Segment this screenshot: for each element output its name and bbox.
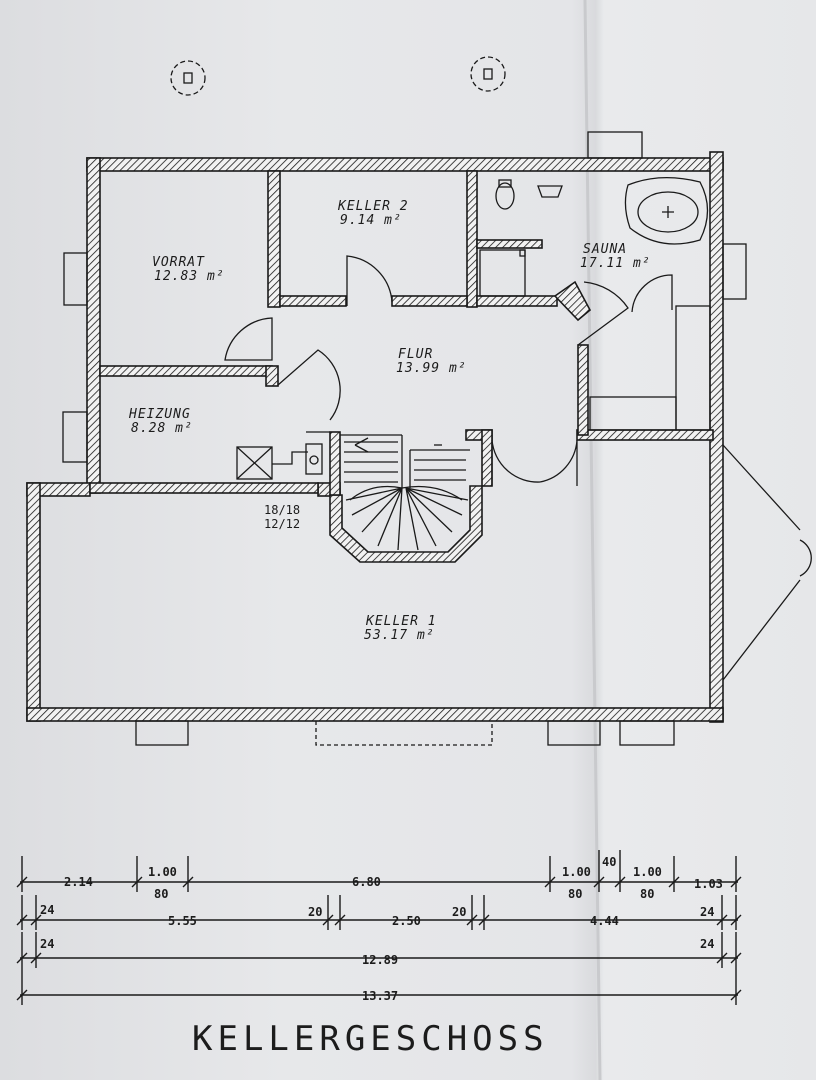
room-heizung-name: HEIZUNG [128,407,191,422]
dim-row1-4-bottom: 80 [568,887,582,901]
stair-steps-line2: 12/12 [264,517,300,531]
dim-row1-1: 2.14 [64,875,93,889]
dim-row1-2-bottom: 80 [154,887,168,901]
dim-row2-d: 2.50 [392,914,421,928]
room-keller1-name: KELLER 1 [365,614,437,629]
plan-title: KELLERGESCHOSS [192,1019,549,1059]
dim-row2-c: 20 [308,905,322,919]
room-keller2-area: 9.14 m² [340,213,402,228]
sauna-fixtures [589,177,711,431]
dim-row2-f: 4.44 [590,914,619,928]
paper-fold [583,0,602,1080]
dim-row1-4-top: 1.00 [562,865,591,879]
dim-row2-g: 24 [700,905,714,919]
room-vorrat-area: 12.83 m² [154,269,225,284]
doors [224,255,673,486]
dimension-chain-3: 24 12.89 24 [16,932,742,968]
staircase [329,431,483,563]
room-flur-name: FLUR [398,347,433,362]
inner-walls [89,170,714,494]
dim-row3-b: 12.89 [362,953,398,967]
dim-row1-6-bottom: 80 [640,887,654,901]
room-sauna-name: SAUNA [583,242,627,257]
dim-row3-c: 24 [700,937,714,951]
dim-row1-5: 40 [602,855,616,869]
room-sauna-area: 17.11 m² [580,256,651,271]
dim-row3-a: 24 [40,937,54,951]
dim-row2-a: 24 [40,903,54,917]
room-keller1-area: 53.17 m² [364,628,435,643]
axis-marker-right [470,56,506,92]
room-keller2-name: KELLER 2 [337,199,409,214]
dim-row2-e: 20 [452,905,466,919]
axis-marker-left [170,60,206,96]
outer-walls [26,151,724,723]
dim-row4-total: 13.37 [362,989,398,1003]
stair-steps-line1: 18/18 [264,503,300,517]
dim-row1-6-top: 1.00 [633,865,662,879]
room-heizung-area: 8.28 m² [131,421,193,436]
dim-row1-2-top: 1.00 [148,865,177,879]
room-vorrat-name: VORRAT [152,255,205,270]
dim-row2-b: 5.55 [168,914,197,928]
windows [62,131,812,746]
dim-row1-3: 6.80 [352,875,381,889]
dimension-chain-2: 24 5.55 20 2.50 20 4.44 24 [16,895,742,930]
dimension-chain-1: 2.14 1.00 80 6.80 1.00 80 40 1.00 80 1.0… [16,850,742,901]
dim-row1-7: 1.03 [694,877,723,891]
dimension-chain-4: 13.37 [16,968,742,1005]
heating-unit [236,443,323,480]
bathroom-fixtures [479,179,563,297]
room-flur-area: 13.99 m² [396,361,467,376]
